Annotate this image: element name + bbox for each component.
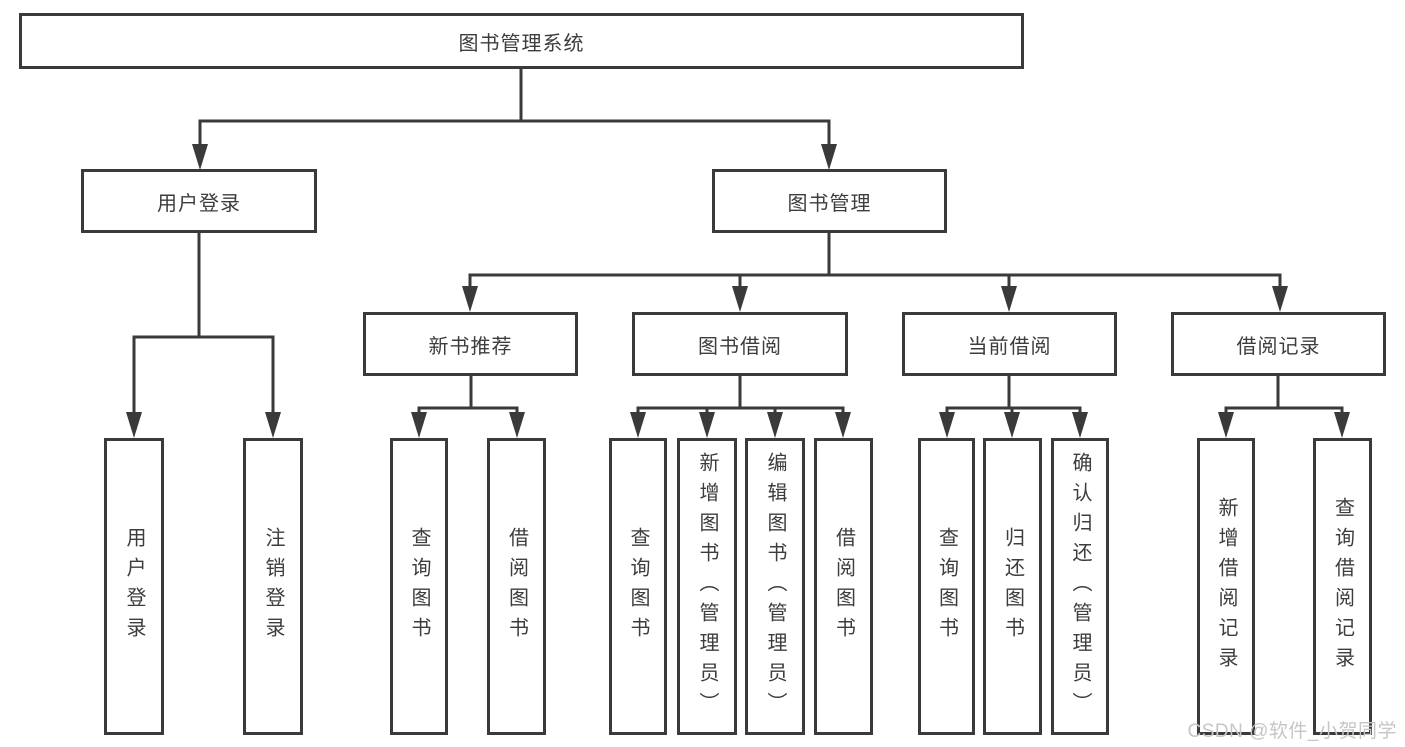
arrowhead-icon <box>462 286 478 312</box>
leaf-add-borrow-record-label: 新增借阅记录 <box>1215 496 1237 677</box>
arrowhead-icon <box>630 412 646 438</box>
leaf-logout-label: 注销登录 <box>262 526 284 647</box>
leaf-return-books-label: 归还图书 <box>1001 526 1024 647</box>
branch-borrow-record <box>1218 376 1350 438</box>
node-root-label: 图书管理系统 <box>458 32 585 55</box>
arrowhead-icon <box>835 412 851 438</box>
watermark: CSDN @软件_小贺同学 <box>1187 721 1397 742</box>
branch-book-mgmt <box>462 233 1288 312</box>
node-user-login-label: 用户登录 <box>157 192 241 215</box>
arrowhead-icon <box>1001 286 1017 312</box>
leaf-borrow-books-label: 借阅图书 <box>832 526 855 647</box>
leaf-borrow-books: 借阅图书 <box>814 438 873 735</box>
leaf-query-books-rec-label: 查询图书 <box>408 526 430 647</box>
arrowhead-icon <box>1072 412 1088 438</box>
node-new-book-rec: 新书推荐 <box>363 312 578 376</box>
node-root: 图书管理系统 <box>19 13 1024 69</box>
node-borrow-record: 借阅记录 <box>1171 312 1386 376</box>
node-current-borrow-label: 当前借阅 <box>967 335 1052 358</box>
leaf-confirm-return-admin-label: 确认归还（管理员） <box>1069 451 1091 722</box>
node-book-borrow-label: 图书借阅 <box>698 335 782 358</box>
arrowhead-icon <box>1272 286 1288 312</box>
leaf-query-books-borrow-label: 查询图书 <box>627 526 649 647</box>
node-book-mgmt-label: 图书管理 <box>787 192 872 215</box>
leaf-borrow-books-rec: 借阅图书 <box>487 438 546 735</box>
arrowhead-icon <box>821 144 837 170</box>
branch-user-login <box>126 233 281 438</box>
arrowhead-icon <box>509 412 525 438</box>
node-new-book-rec-label: 新书推荐 <box>428 335 513 358</box>
branch-current-borrow <box>939 376 1088 438</box>
leaf-query-books-current-label: 查询图书 <box>935 526 958 647</box>
arrowhead-icon <box>1004 412 1020 438</box>
leaf-edit-books-admin-label: 编辑图书（管理员） <box>764 451 786 722</box>
node-book-mgmt: 图书管理 <box>712 169 947 233</box>
leaf-query-borrow-record-label: 查询借阅记录 <box>1331 496 1354 677</box>
leaf-add-borrow-record: 新增借阅记录 <box>1197 438 1255 735</box>
arrowhead-icon <box>1218 412 1234 438</box>
node-book-borrow: 图书借阅 <box>632 312 848 376</box>
leaf-query-books-current: 查询图书 <box>918 438 975 735</box>
arrowhead-icon <box>767 412 783 438</box>
leaf-add-books-admin-label: 新增图书（管理员） <box>696 451 718 722</box>
leaf-edit-books-admin: 编辑图书（管理员） <box>745 438 805 735</box>
leaf-return-books: 归还图书 <box>983 438 1042 735</box>
branch-book-borrow <box>630 376 851 438</box>
arrowhead-icon <box>939 412 955 438</box>
leaf-query-books-borrow: 查询图书 <box>609 438 667 735</box>
leaf-borrow-books-rec-label: 借阅图书 <box>505 526 528 647</box>
branch-new-book-rec <box>411 376 525 438</box>
leaf-logout: 注销登录 <box>243 438 303 735</box>
leaf-add-books-admin: 新增图书（管理员） <box>677 438 737 735</box>
arrowhead-icon <box>265 412 281 438</box>
node-current-borrow: 当前借阅 <box>902 312 1117 376</box>
leaf-user-login-label: 用户登录 <box>123 526 145 647</box>
arrowhead-icon <box>699 412 715 438</box>
node-user-login: 用户登录 <box>81 169 317 233</box>
arrowhead-icon <box>732 286 748 312</box>
branch-root <box>192 69 837 170</box>
arrowhead-icon <box>192 144 208 170</box>
leaf-query-borrow-record: 查询借阅记录 <box>1313 438 1372 735</box>
arrowhead-icon <box>126 412 142 438</box>
leaf-confirm-return-admin: 确认归还（管理员） <box>1051 438 1109 735</box>
leaf-user-login: 用户登录 <box>104 438 164 735</box>
node-borrow-record-label: 借阅记录 <box>1236 335 1321 358</box>
arrowhead-icon <box>411 412 427 438</box>
arrowhead-icon <box>1334 412 1350 438</box>
leaf-query-books-rec: 查询图书 <box>390 438 448 735</box>
